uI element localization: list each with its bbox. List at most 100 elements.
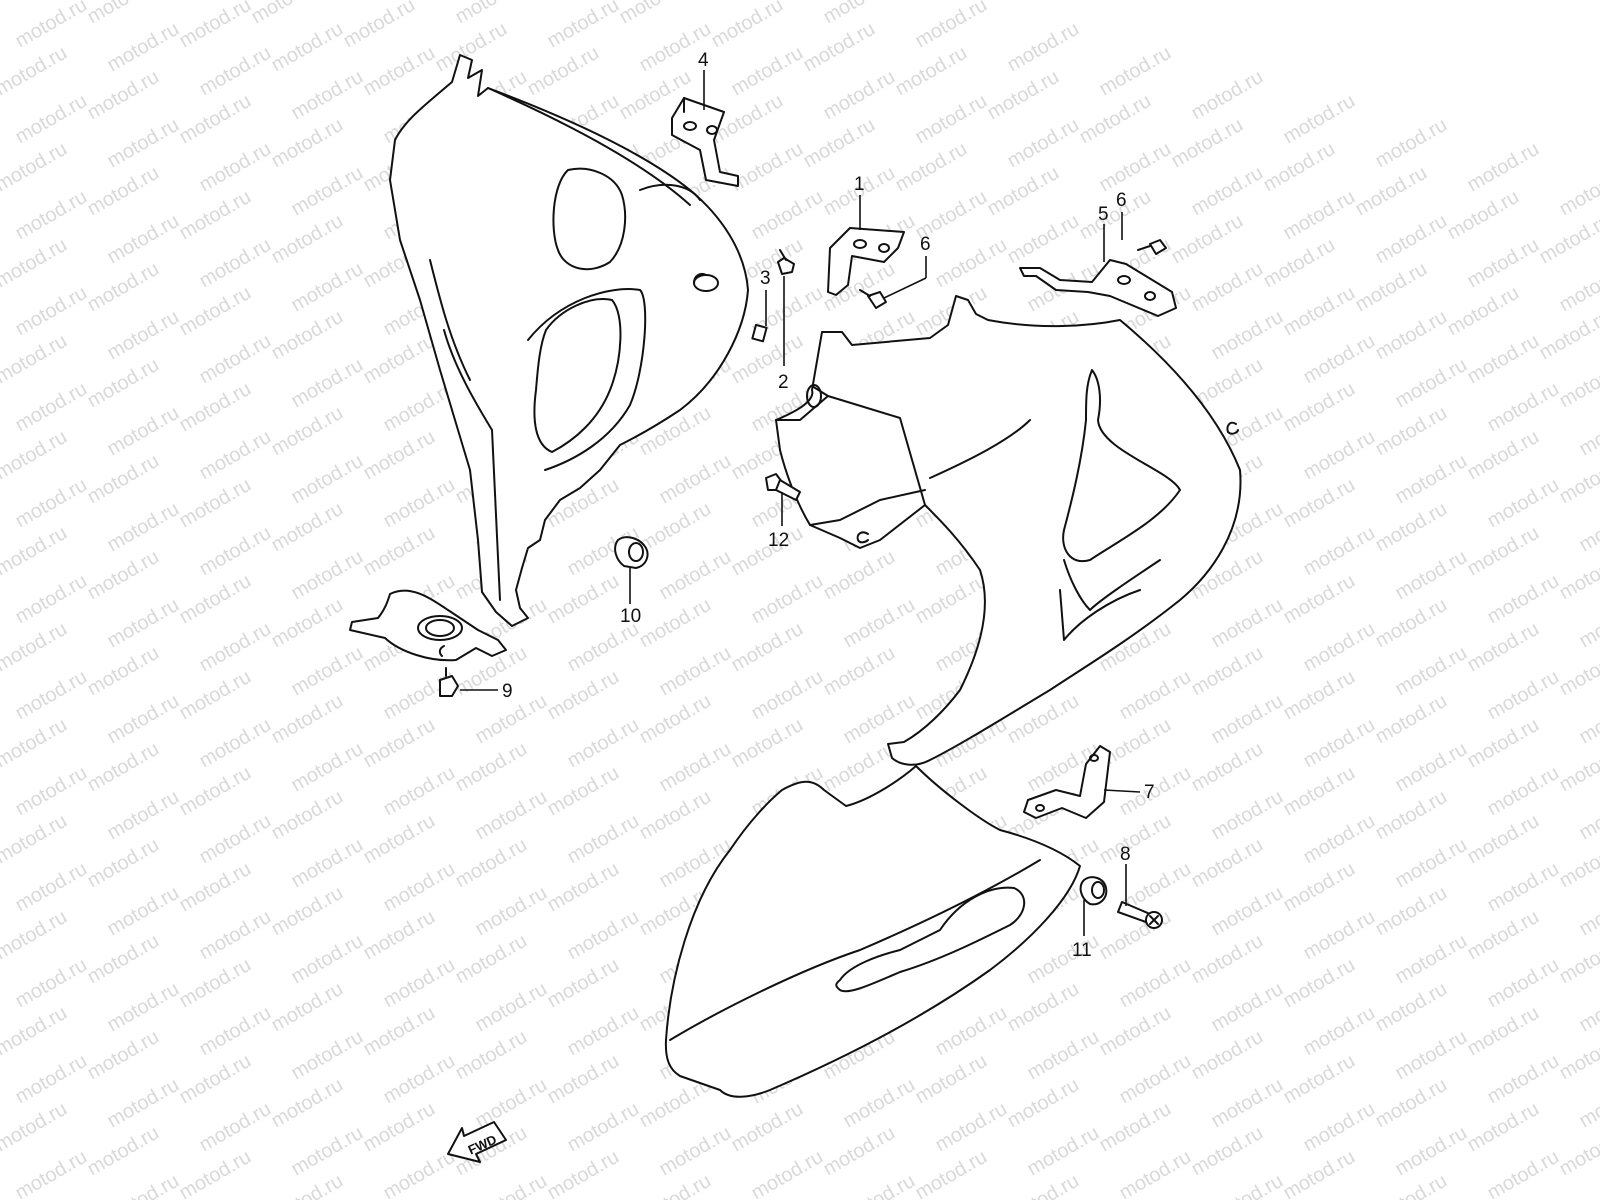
watermark-text: motod.ru — [1484, 954, 1563, 1013]
watermark-text: motod.ru — [544, 762, 623, 821]
watermark-text: motod.ru — [1280, 954, 1359, 1013]
watermark-text: motod.ru — [360, 906, 439, 965]
watermark-text: motod.ru — [656, 450, 735, 509]
watermark-text: motod.ru — [104, 498, 183, 557]
watermark-text: motod.ru — [544, 0, 623, 52]
watermark-text: motod.ru — [1556, 354, 1600, 413]
watermark-text: motod.ru — [1392, 834, 1471, 893]
watermark-text: motod.ru — [176, 1050, 255, 1109]
watermark-text: motod.ru — [12, 474, 91, 533]
watermark-text: motod.ru — [544, 954, 623, 1013]
watermark-text: motod.ru — [1372, 882, 1451, 941]
watermark-text: motod.ru — [1372, 402, 1451, 461]
watermark-text: motod.ru — [0, 1098, 71, 1157]
watermark-text: motod.ru — [472, 1074, 551, 1133]
watermark-text: motod.ru — [12, 90, 91, 149]
watermark-text: motod.ru — [196, 426, 275, 485]
watermark-text: motod.ru — [196, 810, 275, 869]
watermark-text: motod.ru — [1352, 258, 1431, 317]
watermark-text: motod.ru — [840, 1170, 919, 1200]
watermark-text: motod.ru — [892, 138, 971, 197]
watermark-text: motod.ru — [1260, 234, 1339, 293]
callout-4: 4 — [698, 50, 709, 71]
watermark-text: motod.ru — [932, 1002, 1011, 1061]
watermark-text: motod.ru — [820, 642, 899, 701]
watermark-text: motod.ru — [748, 666, 827, 725]
watermark-text: motod.ru — [288, 834, 367, 893]
watermark-text: motod.ru — [104, 1074, 183, 1133]
watermark-text: motod.ru — [1208, 1074, 1287, 1133]
watermark-text: motod.ru — [1300, 906, 1379, 965]
watermark-text: motod.ru — [1372, 210, 1451, 269]
watermark-text: motod.ru — [104, 594, 183, 653]
watermark-text: motod.ru — [12, 378, 91, 437]
watermark-text: motod.ru — [1392, 546, 1471, 605]
callout-6a: 6 — [920, 234, 931, 255]
watermark-text: motod.ru — [84, 162, 163, 221]
watermark-text: motod.ru — [1464, 1002, 1543, 1061]
watermark-text: motod.ru — [1300, 426, 1379, 485]
watermark-text: motod.ru — [564, 906, 643, 965]
watermark-text: motod.ru — [12, 186, 91, 245]
watermark-text: motod.ru — [288, 642, 367, 701]
watermark-text: motod.ru — [1484, 1146, 1563, 1200]
watermark-text: motod.ru — [268, 882, 347, 941]
watermark-text: motod.ru — [564, 1098, 643, 1157]
watermark-text: motod.ru — [1556, 450, 1600, 509]
watermark-text: motod.ru — [196, 138, 275, 197]
watermark-text: motod.ru — [1484, 570, 1563, 629]
watermark-text: motod.ru — [1556, 642, 1600, 701]
watermark-text: motod.ru — [820, 546, 899, 605]
watermark-text: motod.ru — [196, 522, 275, 581]
watermark-text: motod.ru — [1280, 378, 1359, 437]
callout-8: 8 — [1120, 844, 1131, 865]
clip-nut-3 — [751, 323, 768, 343]
watermark-text: motod.ru — [1280, 474, 1359, 533]
callout-1: 1 — [854, 174, 865, 195]
watermark-text: motod.ru — [636, 786, 715, 845]
watermark-text: motod.ru — [1372, 786, 1451, 845]
watermark-text: motod.ru — [1484, 474, 1563, 533]
watermark-text: motod.ru — [984, 66, 1063, 125]
watermark-text: motod.ru — [196, 330, 275, 389]
watermark-text: motod.ru — [340, 0, 419, 52]
watermark-text: motod.ru — [1280, 186, 1359, 245]
watermark-text: motod.ru — [0, 906, 71, 965]
watermark-text: motod.ru — [104, 882, 183, 941]
watermark-text: motod.ru — [656, 546, 735, 605]
leader-lines — [460, 70, 1141, 936]
watermark-text: motod.ru — [176, 666, 255, 725]
watermark-text: motod.ru — [912, 90, 991, 149]
callout-7: 7 — [1144, 782, 1155, 803]
watermark-text: motod.ru — [104, 978, 183, 1037]
watermark-text: motod.ru — [912, 1050, 991, 1109]
watermark-text: motod.ru — [380, 1050, 459, 1109]
watermark-text: motod.ru — [1116, 666, 1195, 725]
watermark-text: motod.ru — [748, 186, 827, 245]
watermark-text: motod.ru — [1464, 810, 1543, 869]
watermark-text: motod.ru — [12, 0, 91, 52]
watermark-text: motod.ru — [176, 282, 255, 341]
watermark-text: motod.ru — [360, 810, 439, 869]
watermark-text: motod.ru — [268, 18, 347, 77]
watermark-text: motod.ru — [1300, 618, 1379, 677]
watermark-text: motod.ru — [656, 642, 735, 701]
watermark-text: motod.ru — [1556, 258, 1600, 317]
watermark-text: motod.ru — [104, 1170, 183, 1200]
watermark-text: motod.ru — [1576, 882, 1600, 941]
watermark-text: motod.ru — [380, 858, 459, 917]
watermark-text: motod.ru — [268, 594, 347, 653]
watermark-text: motod.ru — [0, 234, 71, 293]
watermark-text: motod.ru — [840, 1074, 919, 1133]
watermark-text: motod.ru — [1188, 66, 1267, 125]
watermark-text: motod.ru — [1392, 1122, 1471, 1181]
watermark-text: motod.ru — [0, 42, 71, 101]
watermark-text: motod.ru — [288, 738, 367, 797]
watermark-text: motod.ru — [1484, 1050, 1563, 1109]
lower-fairing-panel — [664, 765, 1081, 1098]
watermark-text: motod.ru — [1576, 786, 1600, 845]
watermark-text: motod.ru — [1280, 570, 1359, 629]
watermark-text: motod.ru — [1484, 378, 1563, 437]
